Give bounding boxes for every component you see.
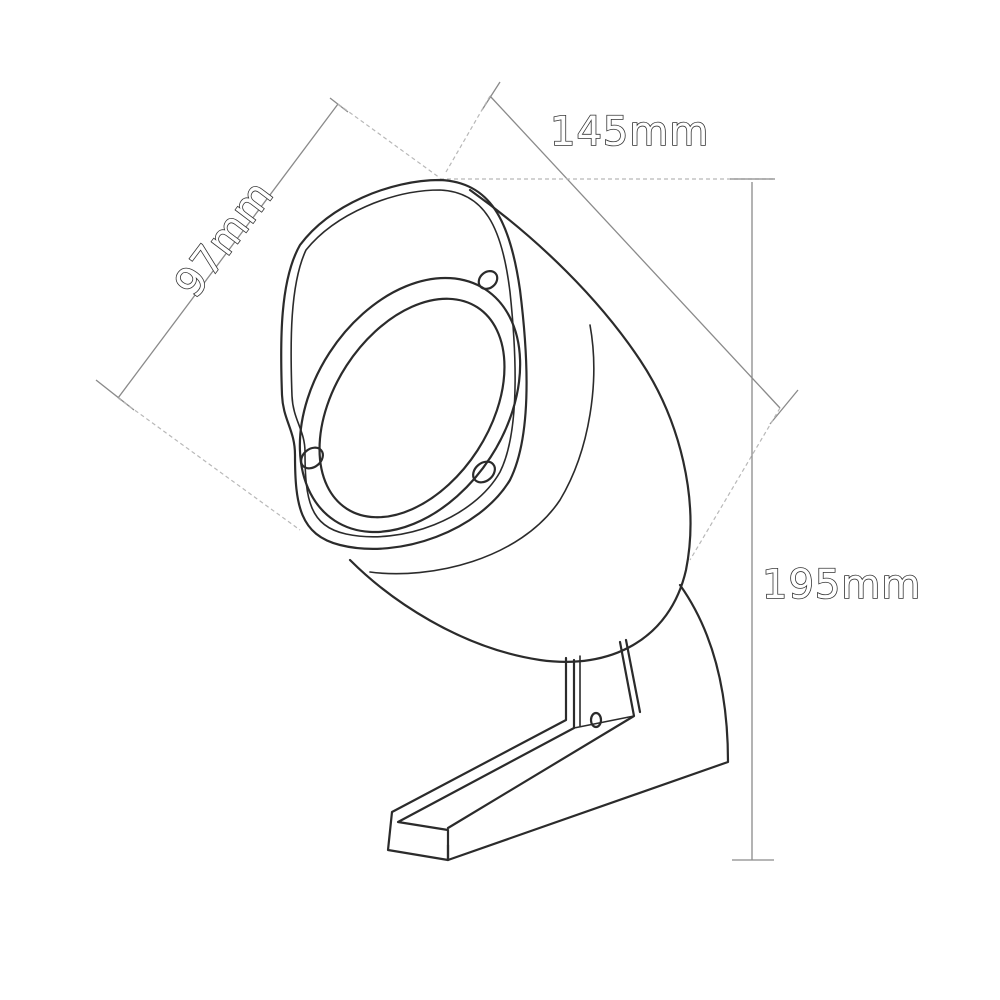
dimension-label-195mm: 195mm [762,562,921,608]
speaker-front-cover-inner [290,189,516,538]
dimension-label-145mm: 145mm [550,109,709,155]
bracket-side-plate [446,638,642,830]
speaker-front-cover [280,178,528,550]
extension-line-97mm-top [337,103,441,179]
dimension-tick-145mm-bottom [769,389,799,425]
speaker-driver-cone [318,297,506,519]
dimension-line-97mm [117,103,339,399]
bracket-rear-support [446,583,730,862]
dimension-label-97mm: 97mm [166,172,283,306]
cover-screw-left-icon [300,446,324,470]
dimension-line-145mm [489,95,781,409]
cover-screw-bottom-icon [472,460,496,484]
dimension-145mm: 145mm [445,81,799,561]
bracket-inner-edge [573,655,635,729]
extension-line-145mm-bottom [689,407,781,561]
dimension-97mm: 97mm [95,97,441,531]
speaker-body-inner-edge [369,324,595,575]
speaker-body [348,188,692,663]
dimension-tick-97mm-bottom [95,379,135,411]
extension-line-97mm-bottom [117,397,301,531]
dimension-195mm: 195mm [440,178,921,861]
speaker-outline [280,178,730,862]
bracket-screw-hole-icon [589,711,603,729]
extension-line-145mm-top [445,95,491,173]
cover-screw-top-icon [477,270,499,290]
dimension-tick-145mm-top [481,81,501,111]
bracket-front-plate [386,656,576,862]
